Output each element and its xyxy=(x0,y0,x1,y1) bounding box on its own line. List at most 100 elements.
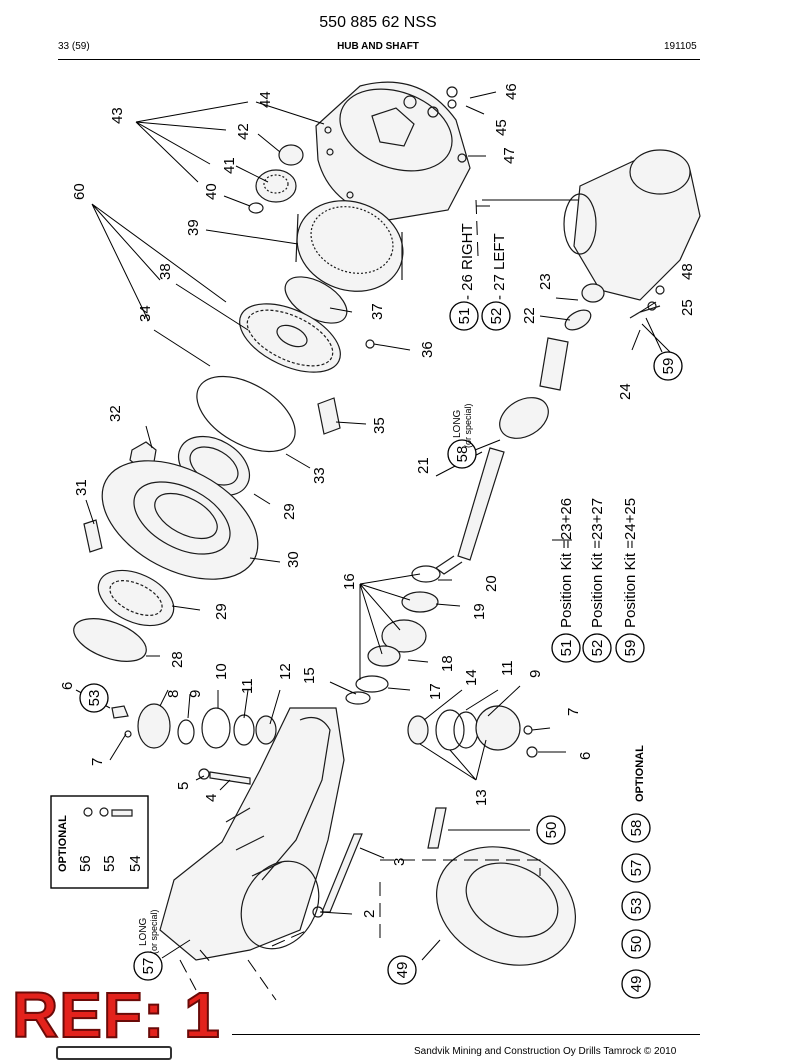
circle-label-49-optional: 49 xyxy=(628,976,645,993)
circled-refs: 50 49 57 53 58 59 51 52 51 52 59 58 57 5… xyxy=(79,301,683,999)
callout-24: 24 xyxy=(617,383,634,400)
pin-35 xyxy=(317,397,341,435)
circle-52-side xyxy=(481,301,511,331)
callout-29-lower: 29 xyxy=(213,603,230,620)
callout-6-right: 6 xyxy=(577,752,594,760)
callout-19: 19 xyxy=(471,603,488,620)
header-divider xyxy=(58,59,700,60)
callout-35: 35 xyxy=(371,417,388,434)
label-long-housing: LONG xyxy=(138,917,149,946)
circle-53-optional xyxy=(621,891,651,921)
washer-45 xyxy=(447,99,457,109)
callout-4: 4 xyxy=(203,794,220,802)
planetary-housing xyxy=(435,846,577,966)
callout-37: 37 xyxy=(369,303,386,320)
callout-56: 56 xyxy=(77,855,94,872)
circle-label-50-optional: 50 xyxy=(628,936,645,953)
circle-51-side xyxy=(449,301,479,331)
drive-shaft xyxy=(434,337,569,575)
circle-label-58-optional: 58 xyxy=(628,820,645,837)
circle-57-optional xyxy=(621,853,651,883)
callout-44: 44 xyxy=(257,91,274,108)
callout-8: 8 xyxy=(165,690,182,698)
bolt-3 xyxy=(321,833,363,913)
document-code: 191105 xyxy=(664,41,697,52)
callout-numbers: 2 3 4 5 6 6 7 7 8 9 9 10 11 11 12 13 14 … xyxy=(59,83,696,918)
footer-divider xyxy=(232,1034,700,1035)
washer-25 xyxy=(647,301,657,311)
position-kit-legend: Position Kit =23+26 Position Kit =23+27 … xyxy=(558,498,639,628)
axle-housing xyxy=(159,707,345,961)
circle-49-housing xyxy=(387,955,417,985)
callout-33: 33 xyxy=(311,467,328,484)
circle-label-53-left: 53 xyxy=(86,690,103,707)
hub-flange xyxy=(101,460,259,580)
ref-label: REF: 1 xyxy=(11,979,221,1051)
hub-housing xyxy=(315,81,471,221)
callout-12: 12 xyxy=(277,663,294,680)
callout-32: 32 xyxy=(107,405,124,422)
callout-29-upper: 29 xyxy=(281,503,298,520)
bush-23 xyxy=(581,283,605,303)
circle-58-optional xyxy=(621,813,651,843)
callout-7-left: 7 xyxy=(89,758,106,766)
circle-58-shaft xyxy=(447,439,477,469)
washer-5 xyxy=(198,768,210,780)
callout-16: 16 xyxy=(341,573,358,590)
circle-51-kit xyxy=(551,633,581,663)
circle-label-49-housing: 49 xyxy=(394,962,411,979)
callout-46: 46 xyxy=(503,83,520,100)
callout-2: 2 xyxy=(361,910,378,918)
label-long-housing-sub: (or special) xyxy=(149,909,159,954)
label-optional-legend: OPTIONAL xyxy=(634,745,646,802)
callout-34: 34 xyxy=(137,305,154,322)
bearing-stack xyxy=(345,565,441,705)
circle-label-53-optional: 53 xyxy=(628,898,645,915)
circle-49-optional xyxy=(621,969,651,999)
bush-48 xyxy=(655,285,665,295)
label-left: - 27 LEFT xyxy=(491,233,508,300)
planet-gear xyxy=(248,144,304,214)
label-long-shaft-sub: (or special) xyxy=(463,403,473,448)
callout-3: 3 xyxy=(391,858,408,866)
assembly-lines-top xyxy=(475,199,494,257)
stud-31 xyxy=(83,519,103,553)
circle-53-left xyxy=(79,683,109,713)
left-bearing-parts xyxy=(111,703,277,749)
leader-lines xyxy=(75,91,671,961)
circle-label-52-kit: 52 xyxy=(589,640,606,657)
circle-label-52-side: 52 xyxy=(488,308,505,325)
callout-5: 5 xyxy=(175,782,192,790)
callout-6-left: 6 xyxy=(59,682,76,690)
bolt-4 xyxy=(209,771,251,785)
position-kit-51: Position Kit =23+26 xyxy=(558,498,575,628)
bearing-lower xyxy=(97,569,175,627)
label-long-shaft: LONG xyxy=(452,409,463,438)
callout-15: 15 xyxy=(301,667,318,684)
circle-59-knuckle xyxy=(653,351,683,381)
side-labels: - 26 RIGHT - 27 LEFT LONG (or special) L… xyxy=(57,223,646,954)
callout-55: 55 xyxy=(101,855,118,872)
optional-hardware xyxy=(83,807,133,817)
callout-39: 39 xyxy=(185,219,202,236)
position-kit-59: Position Kit =24+25 xyxy=(622,498,639,628)
circle-label-51-kit: 51 xyxy=(558,640,575,657)
document-number: 550 885 62 NSS xyxy=(319,14,437,31)
callout-36: 36 xyxy=(419,341,436,358)
plug-47 xyxy=(457,153,467,163)
assembly-lines xyxy=(179,859,541,1001)
callout-20: 20 xyxy=(483,575,500,592)
bolt-50 xyxy=(427,807,447,849)
circle-50-optional xyxy=(621,929,651,959)
callout-40: 40 xyxy=(203,183,220,200)
callout-30: 30 xyxy=(285,551,302,568)
callout-25: 25 xyxy=(679,299,696,316)
callout-31: 31 xyxy=(73,479,90,496)
callout-21: 21 xyxy=(415,457,432,474)
circle-57-housing xyxy=(133,951,163,981)
optional-box xyxy=(50,795,149,889)
position-kit-52: Position Kit =23+27 xyxy=(589,498,606,628)
seal-22 xyxy=(564,309,592,331)
footer-copyright: Sandvik Mining and Construction Oy Drill… xyxy=(414,1046,677,1057)
